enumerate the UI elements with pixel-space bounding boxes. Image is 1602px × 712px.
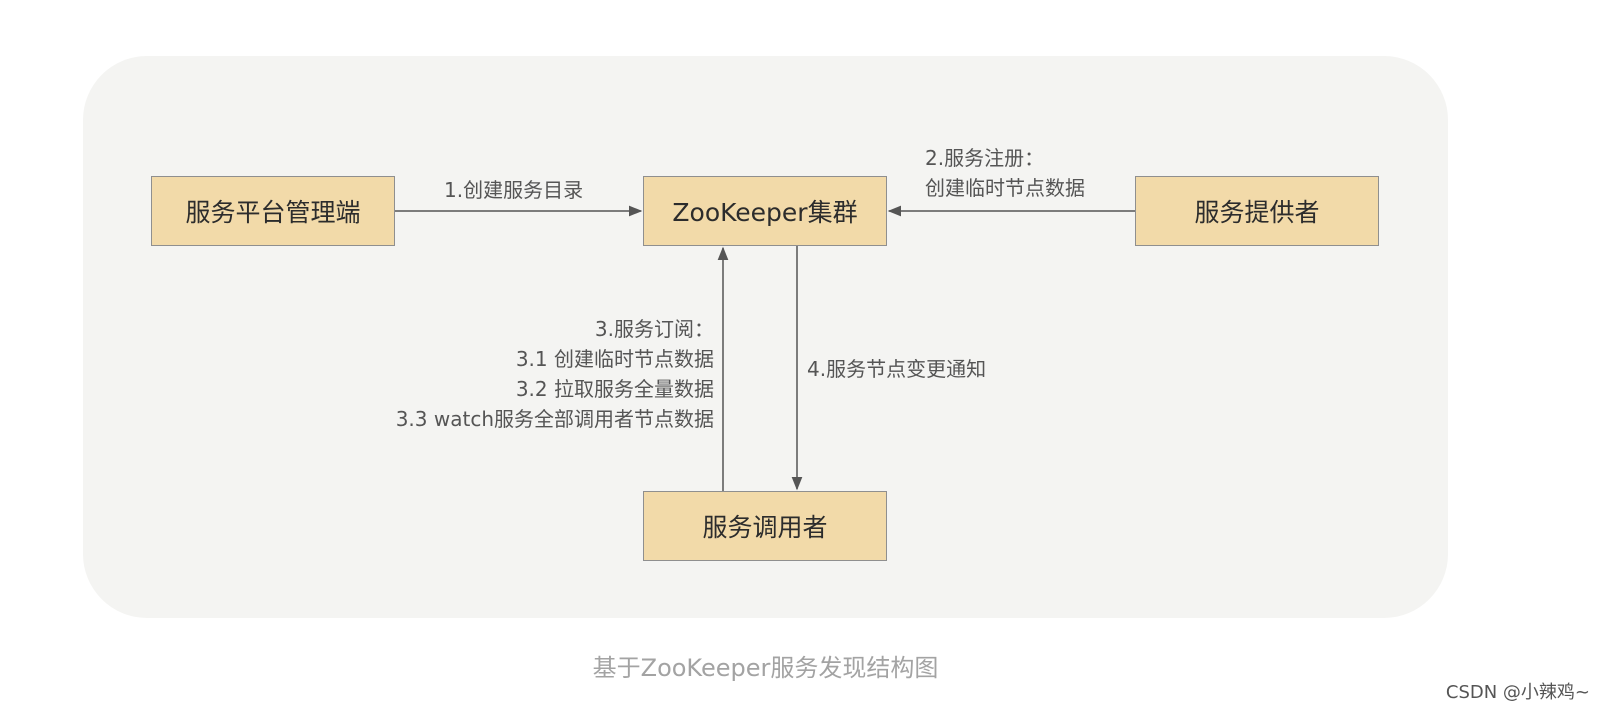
edge-label-create-directory: 1.创建服务目录 [444, 175, 583, 205]
create-directory-text: 1.创建服务目录 [444, 178, 584, 202]
edge-label-notify: 4.服务节点变更通知 [807, 354, 986, 384]
register-line-2: 创建临时节点数据 [925, 176, 1085, 200]
node-admin-console-label: 服务平台管理端 [185, 198, 361, 227]
diagram-caption: 基于ZooKeeper服务发现结构图 [592, 654, 939, 682]
node-admin-console: 服务平台管理端 [151, 176, 395, 246]
edge-label-register: 2.服务注册： 创建临时节点数据 [925, 143, 1085, 203]
node-zookeeper-cluster: ZooKeeper集群 [643, 176, 887, 246]
watermark: CSDN @小辣鸡~ [1445, 682, 1590, 703]
subscribe-line-1: 3.服务订阅： [594, 317, 714, 341]
node-service-consumer: 服务调用者 [643, 491, 887, 561]
subscribe-line-4: 3.3 watch服务全部调用者节点数据 [395, 407, 714, 431]
node-zookeeper-cluster-label: ZooKeeper集群 [672, 198, 858, 227]
edge-label-subscribe: 3.服务订阅： 3.1 创建临时节点数据 3.2 拉取服务全量数据 3.3 wa… [396, 314, 714, 434]
subscribe-line-2: 3.1 创建临时节点数据 [515, 347, 714, 371]
node-service-provider: 服务提供者 [1135, 176, 1379, 246]
register-line-1: 2.服务注册： [925, 146, 1045, 170]
subscribe-line-3: 3.2 拉取服务全量数据 [515, 377, 714, 401]
notify-text: 4.服务节点变更通知 [807, 357, 987, 381]
node-service-consumer-label: 服务调用者 [702, 513, 828, 542]
node-service-provider-label: 服务提供者 [1194, 198, 1320, 227]
